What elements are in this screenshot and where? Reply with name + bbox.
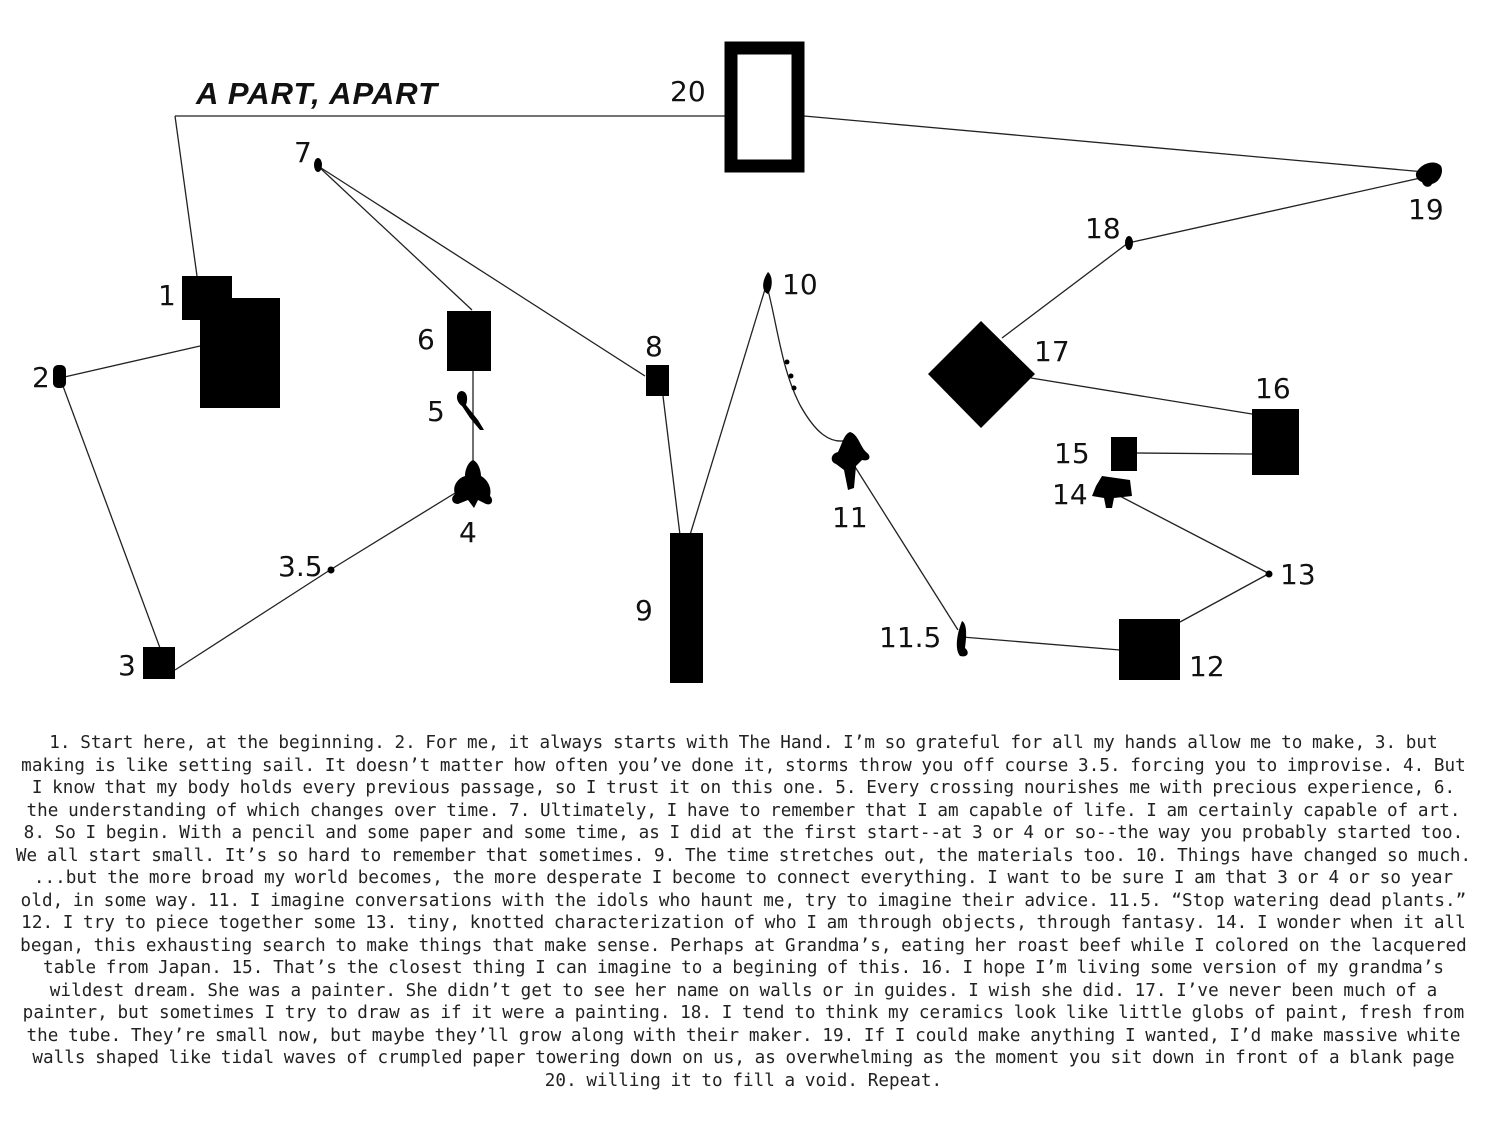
label-3-5: 3.5 [278, 550, 323, 583]
node-8 [646, 365, 669, 396]
label-7: 7 [294, 136, 312, 169]
node-1 [182, 276, 280, 408]
label-1: 1 [158, 279, 176, 312]
node-13 [1265, 570, 1273, 578]
node-14 [1092, 476, 1132, 508]
node-16 [1252, 409, 1299, 475]
node-2 [53, 365, 66, 388]
node-11 [831, 432, 870, 490]
node-15 [1111, 437, 1137, 471]
node-9 [670, 533, 703, 683]
node-6 [447, 311, 491, 371]
label-2: 2 [32, 361, 50, 394]
node-7 [314, 158, 322, 172]
node-3 [143, 647, 175, 679]
node-18 [1125, 236, 1133, 250]
connector-lines [59, 115, 1426, 671]
label-4: 4 [459, 516, 477, 549]
node-17 [928, 321, 1035, 428]
node-12 [1119, 619, 1180, 680]
label-6: 6 [417, 323, 435, 356]
label-15: 15 [1054, 437, 1090, 470]
gallery-map-diagram: A PART, APART 1 2 3 3.5 4 5 6 7 8 9 10 1… [32, 41, 1444, 683]
label-11-5: 11.5 [879, 621, 941, 654]
node-5 [456, 391, 484, 430]
label-13: 13 [1280, 558, 1316, 591]
label-10: 10 [782, 268, 818, 301]
label-8: 8 [645, 330, 663, 363]
caption-text: 1. Start here, at the beginning. 2. For … [15, 733, 1472, 1091]
node-3-5 [327, 566, 335, 574]
node-4 [452, 460, 493, 508]
label-19: 19 [1408, 193, 1444, 226]
label-14: 14 [1052, 478, 1088, 511]
label-9: 9 [635, 594, 653, 627]
label-5: 5 [427, 395, 445, 428]
node-20 [724, 41, 805, 173]
node-19 [1415, 162, 1442, 187]
node-11-5 [956, 621, 968, 657]
label-18: 18 [1085, 212, 1121, 245]
label-11: 11 [832, 501, 868, 534]
node-10-dots [784, 359, 797, 391]
map-title: A PART, APART [195, 76, 440, 111]
label-3: 3 [118, 649, 136, 682]
node-labels: 1 2 3 3.5 4 5 6 7 8 9 10 11 11.5 12 13 1… [32, 75, 1444, 683]
node-10 [763, 272, 772, 294]
label-12: 12 [1189, 650, 1225, 683]
label-16: 16 [1255, 372, 1291, 405]
label-20: 20 [670, 75, 706, 108]
label-17: 17 [1034, 335, 1070, 368]
